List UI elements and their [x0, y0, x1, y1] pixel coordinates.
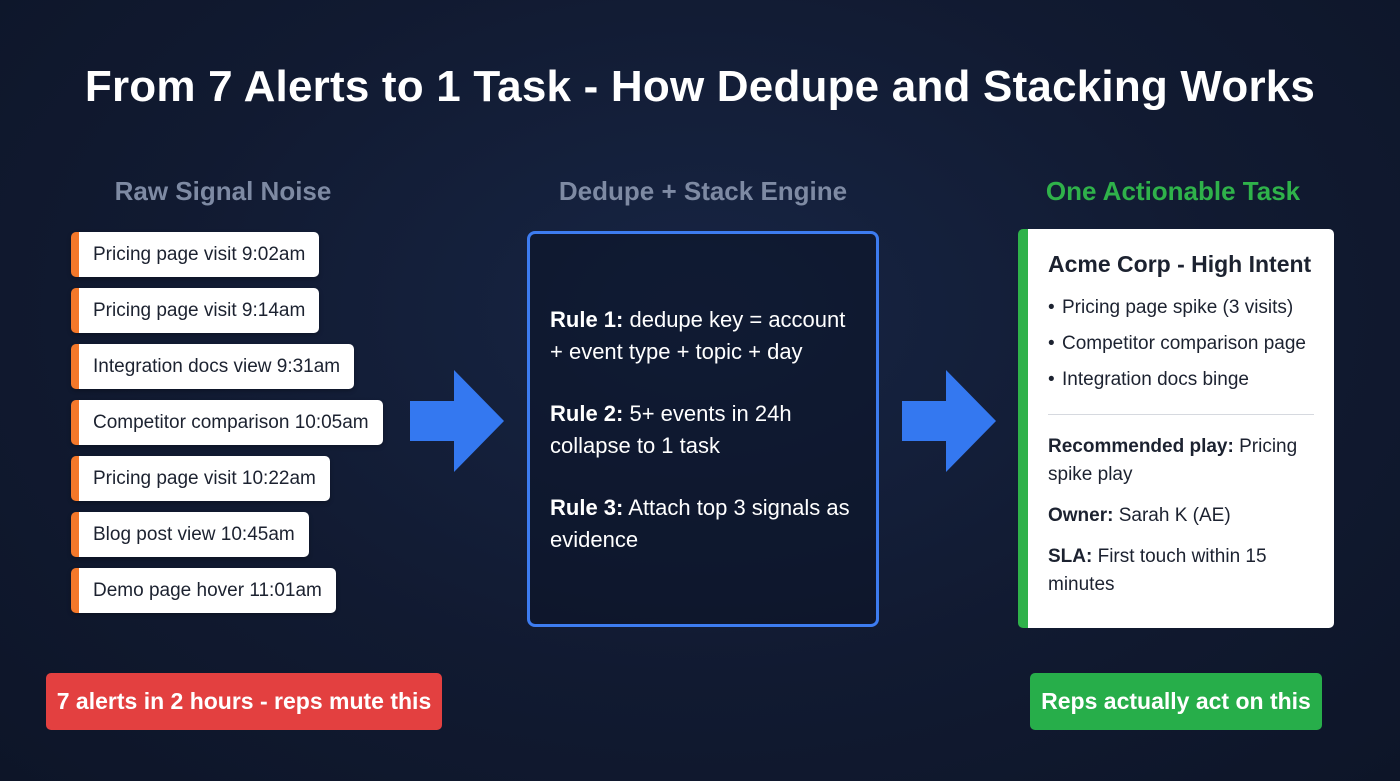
- evidence-list: • Pricing page spike (3 visits) • Competit…: [1048, 290, 1314, 398]
- task-title: Acme Corp - High Intent: [1048, 251, 1312, 277]
- rule-label: Rule 3:: [550, 495, 624, 520]
- signal-chip: Competitor comparison 10:05am: [71, 400, 383, 445]
- dedupe-engine-box: Rule 1: dedupe key = account + event typ…: [527, 231, 879, 627]
- rule-text: Attach top 3 signals as evidence: [550, 495, 850, 552]
- owner: Owner: Sarah K (AE): [1048, 502, 1314, 530]
- task-card: Acme Corp - High Intent • Pricing page sp…: [1018, 229, 1334, 628]
- reps-act-badge: Reps actually act on this: [1030, 673, 1322, 730]
- bullet-icon: •: [1048, 297, 1055, 318]
- evidence-text: Integration docs binge: [1062, 369, 1249, 390]
- rule-text: 5+ events in 24h collapse to 1 task: [550, 401, 792, 458]
- bullet-icon: •: [1048, 369, 1055, 390]
- recommended-label: Recommended play:: [1048, 436, 1234, 457]
- evidence-item: • Competitor comparison page: [1048, 326, 1314, 362]
- heading-one-actionable-task: One Actionable Task: [1045, 176, 1301, 206]
- bullet-icon: •: [1048, 333, 1055, 354]
- heading-dedupe-stack-engine: Dedupe + Stack Engine: [558, 176, 848, 206]
- rule-label: Rule 1:: [550, 307, 624, 332]
- sla: SLA: First touch within 15 minutes: [1048, 543, 1314, 599]
- rule-item: Rule 1: dedupe key = account + event typ…: [550, 304, 856, 368]
- rule-label: Rule 2:: [550, 401, 624, 426]
- sla-label: SLA:: [1048, 546, 1093, 567]
- heading-raw-signal-noise: Raw Signal Noise: [114, 176, 332, 206]
- recommended-value: Pricing spike play: [1048, 436, 1298, 485]
- owner-label: Owner:: [1048, 505, 1114, 526]
- evidence-text: Pricing page spike (3 visits): [1062, 297, 1294, 318]
- owner-value: Sarah K (AE): [1118, 505, 1231, 526]
- evidence-text: Competitor comparison page: [1062, 333, 1306, 354]
- rule-text: dedupe key = account + event type + topi…: [550, 307, 846, 364]
- alert-noise-badge: 7 alerts in 2 hours - reps mute this: [46, 673, 442, 730]
- right-arrow-icon: [902, 370, 996, 472]
- signal-chip: Blog post view 10:45am: [71, 512, 309, 557]
- signal-chip: Pricing page visit 9:02am: [71, 232, 320, 277]
- signal-chip: Pricing page visit 9:14am: [71, 288, 320, 333]
- signal-chip: Demo page hover 11:01am: [71, 568, 336, 613]
- evidence-item: • Pricing page spike (3 visits): [1048, 290, 1314, 326]
- signal-chip: Integration docs view 9:31am: [71, 344, 355, 389]
- evidence-item: • Integration docs binge: [1048, 362, 1314, 398]
- signal-chip: Pricing page visit 10:22am: [71, 456, 330, 501]
- right-arrow-icon: [410, 370, 504, 472]
- page-title: From 7 Alerts to 1 Task - How Dedupe and…: [84, 62, 1316, 111]
- sla-value: First touch within 15 minutes: [1048, 546, 1267, 595]
- divider: [1048, 414, 1314, 415]
- rule-item: Rule 2: 5+ events in 24h collapse to 1 t…: [550, 398, 856, 462]
- recommended-play: Recommended play: Pricing spike play: [1048, 433, 1314, 489]
- rule-item: Rule 3: Attach top 3 signals as evidence: [550, 492, 856, 556]
